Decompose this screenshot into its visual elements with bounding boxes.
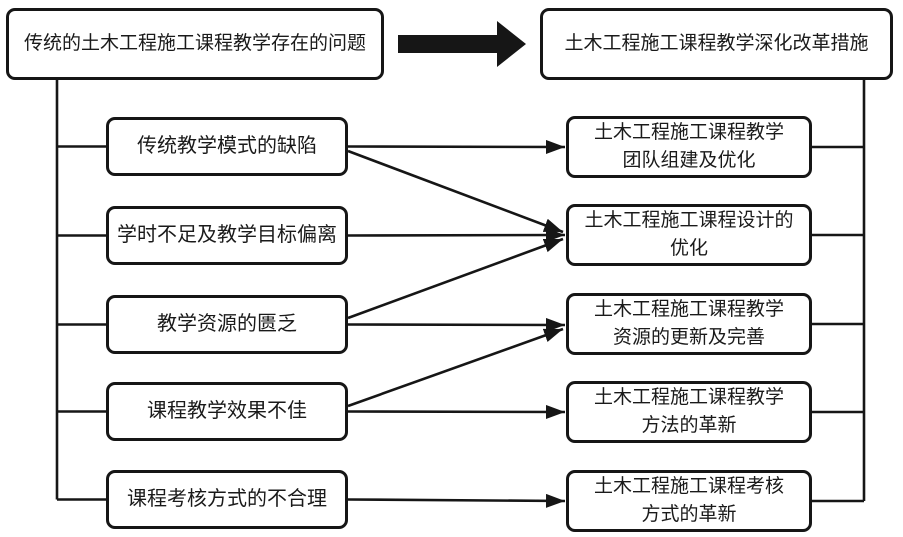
- connector-l3-r3: [347, 317, 566, 332]
- measure-label-line1: 土木工程施工课程教学: [593, 386, 784, 408]
- problem-label: 课程考核方式的不合理: [127, 488, 327, 510]
- problem-box-effect: 课程教学效果不佳: [106, 382, 348, 441]
- problem-box-hours-goals: 学时不足及教学目标偏离: [106, 206, 348, 265]
- problem-label: 教学资源的匮乏: [157, 313, 297, 335]
- connector-l4-r3: [347, 327, 564, 408]
- measure-label-line2: 优化: [669, 238, 708, 259]
- connector-l3-r2: [347, 237, 564, 320]
- measure-label-line2: 方式的革新: [641, 504, 737, 525]
- measure-label-line1: 土木工程施工课程教学: [593, 121, 784, 143]
- measure-box-course-design: 土木工程施工课程设计的 优化: [566, 204, 812, 266]
- measure-box-assessment-reform: 土木工程施工课程考核 方式的革新: [566, 470, 812, 532]
- connector-l2-r2: [347, 228, 566, 243]
- measure-label-line2: 资源的更新及完善: [612, 327, 765, 348]
- problem-box-assessment: 课程考核方式的不合理: [106, 470, 348, 529]
- problem-label: 课程教学效果不佳: [147, 400, 307, 422]
- problem-label: 学时不足及教学目标偏离: [117, 224, 337, 246]
- measure-label-line2: 团队组建及优化: [622, 150, 756, 171]
- measure-box-team: 土木工程施工课程教学 团队组建及优化: [566, 116, 812, 178]
- connector-l5-r5: [347, 493, 566, 508]
- measure-box-methods: 土木工程施工课程教学 方法的革新: [566, 381, 812, 443]
- problem-label: 传统教学模式的缺陷: [137, 135, 317, 157]
- measures-title-label: 土木工程施工课程教学深化改革措施: [564, 33, 869, 55]
- problem-box-teaching-mode: 传统教学模式的缺陷: [106, 117, 348, 176]
- measure-label-line1: 土木工程施工课程设计的: [584, 209, 794, 231]
- problems-title-label: 传统的土木工程施工课程教学存在的问题: [23, 33, 366, 55]
- main-block-arrow: [398, 21, 526, 67]
- connector-l1-r1: [347, 139, 566, 154]
- problems-title-box: 传统的土木工程施工课程教学存在的问题: [6, 8, 384, 80]
- measure-box-resources-update: 土木工程施工课程教学 资源的更新及完善: [566, 293, 812, 355]
- measure-label-line2: 方法的革新: [641, 415, 737, 436]
- connector-l4-r4: [347, 404, 566, 419]
- measure-label-line1: 土木工程施工课程考核: [593, 475, 784, 497]
- measures-title-box: 土木工程施工课程教学深化改革措施: [540, 8, 893, 80]
- problem-box-resources: 教学资源的匮乏: [106, 295, 348, 354]
- connector-l1-r2: [347, 149, 564, 234]
- measure-label-line1: 土木工程施工课程教学: [593, 298, 784, 320]
